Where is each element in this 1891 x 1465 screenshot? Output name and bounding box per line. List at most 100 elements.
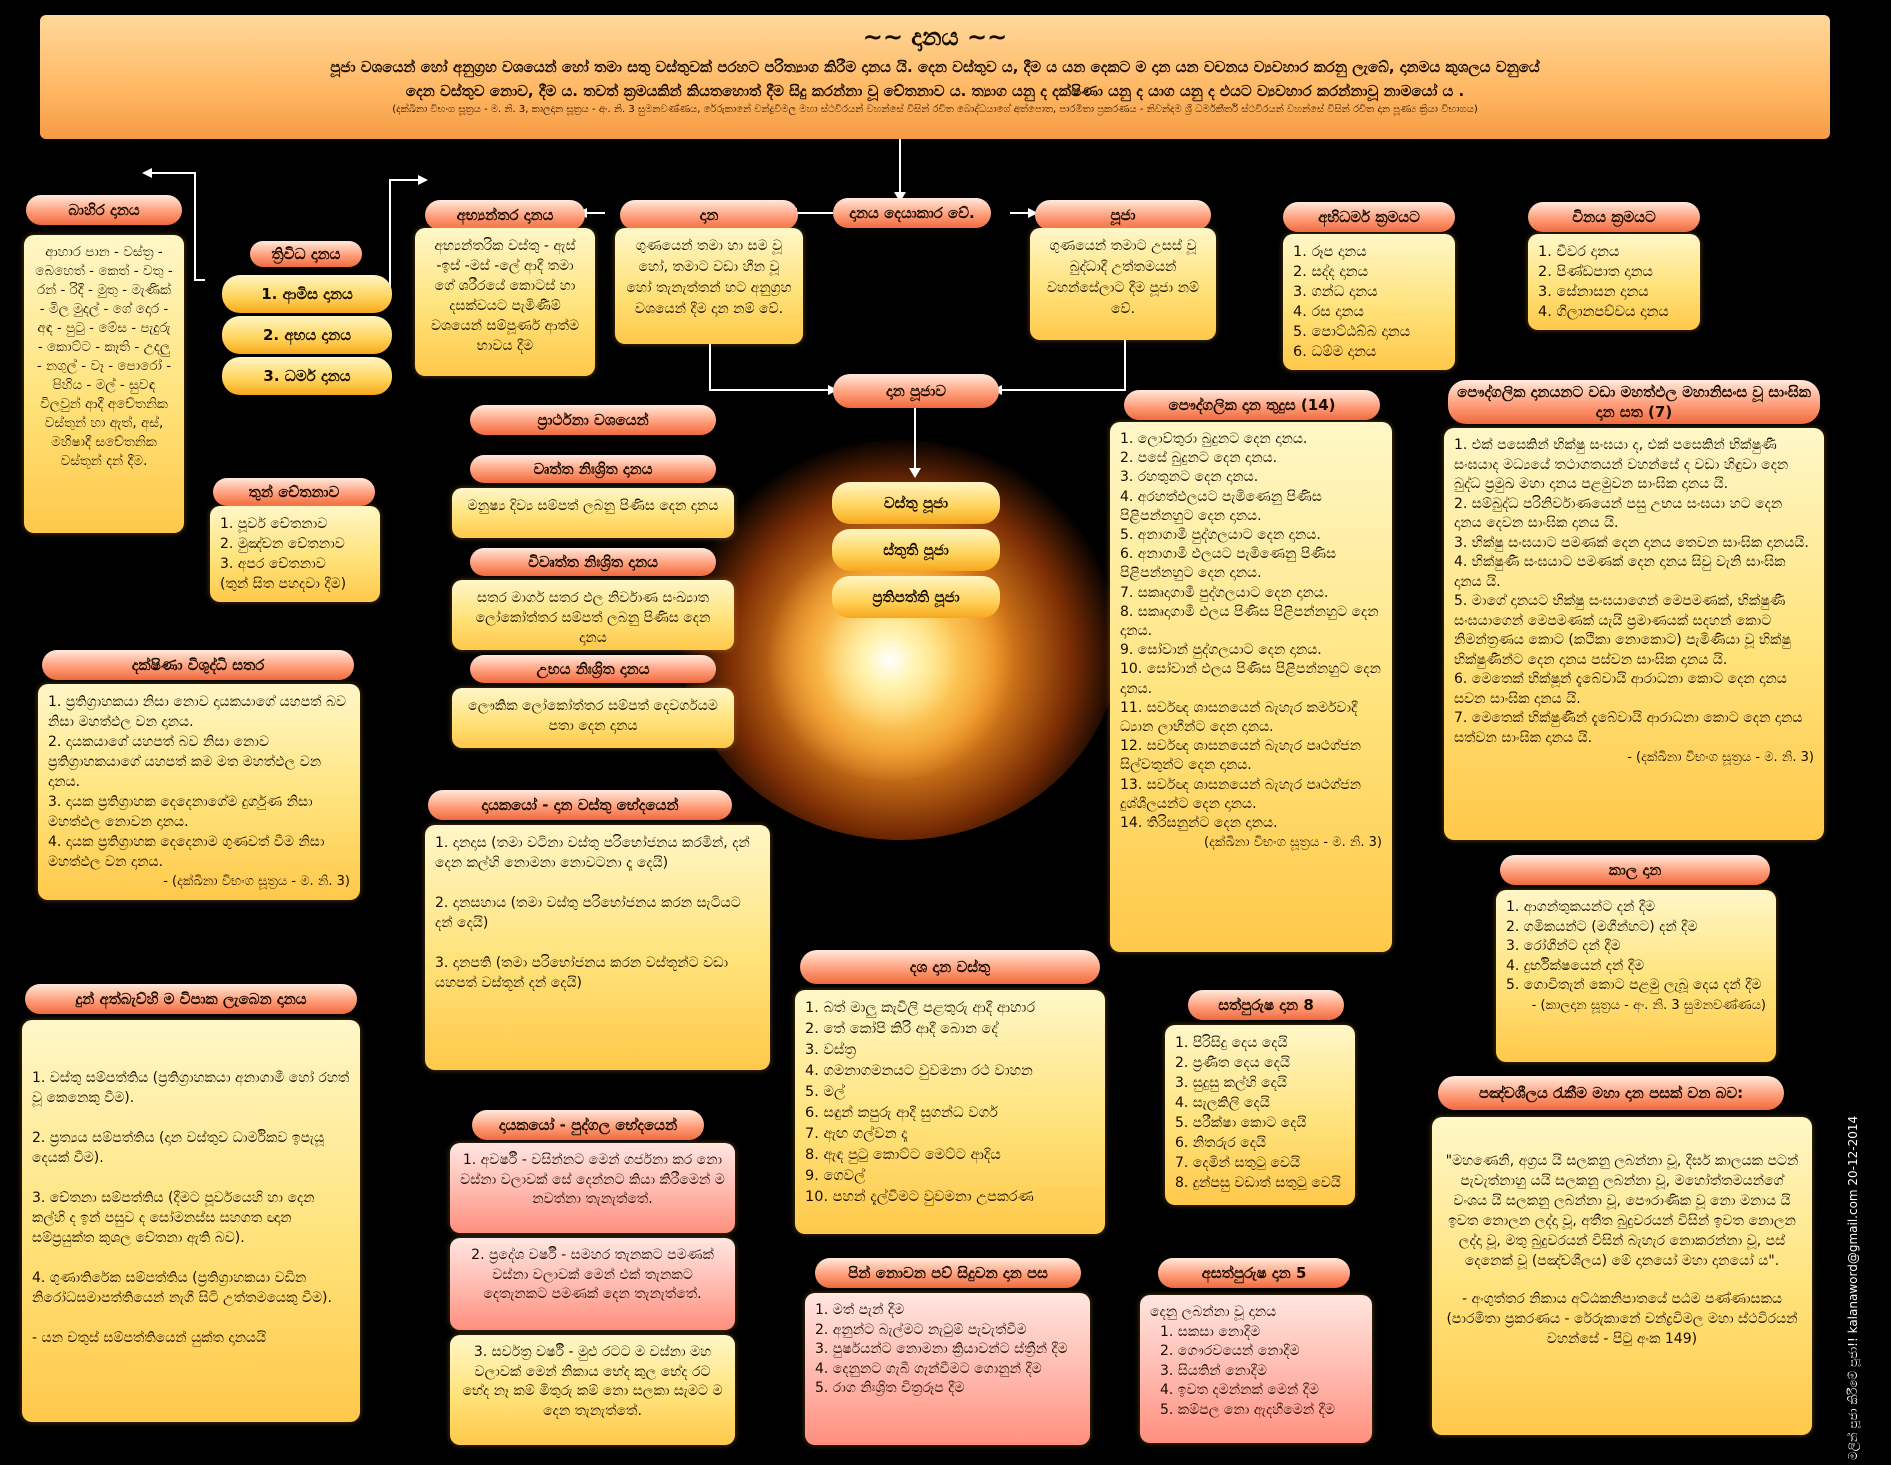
- abhidharma-item: 5. පොට්ඨබ්බ දානය: [1293, 324, 1411, 340]
- dayaka-vastu-item: 2. දානසහාය (තමා වස්තු පරිභෝජනය කරන සැටිය…: [435, 895, 741, 931]
- sanghika-source: - (දක්ඛිනා විභංග සූත්‍රය - ම. නි. 3): [1627, 750, 1814, 765]
- sanghika-list: 1. එක් පසෙකින් භික්ෂු සංඝයා ද, එක් පසෙකි…: [1444, 428, 1824, 840]
- dasa-item: 2. තේ කෝපි කිරි ආදී බොන දේ: [805, 1021, 998, 1037]
- paudgalika-item: 3. රහතුනට දෙන දානය.: [1120, 469, 1259, 486]
- kala-item: 4. දුර්භික්ෂයෙන් දන් දීම: [1506, 957, 1645, 974]
- thun-chetana-item: 2. මුඤ්චන චේතනාව: [220, 536, 345, 552]
- thun-chetana-item: 1. පූර්ව චේතනාව: [220, 516, 328, 532]
- bahira-title: බාහිර දානය: [26, 195, 182, 225]
- dayaka-vastu-list: 1. දානදාස (තමා වටිනා වස්තු පරිභෝජනය කරමි…: [425, 825, 770, 1070]
- bahira-text: ආහාර පාන - වස්ත්‍ර - බෙහෙත් - කෙත් - වතු…: [24, 235, 184, 533]
- paudgalika-item: 11. සර්වඥ ශාසනයෙන් බැහැර කර්මවාදී ධ්‍යාන…: [1120, 699, 1358, 736]
- abhidharma-list: 1. රූප දානය 2. සද්ද දානය 3. ගන්ධ දානය 4.…: [1283, 234, 1455, 370]
- dakshina-title: දක්ෂිණා විශුද්ධි සතර: [42, 650, 354, 680]
- paudgalika-item: 8. සකෘදාගාමී ඵලය පිණිස පිළිපන්නහුට දෙන ද…: [1120, 603, 1379, 640]
- sanghika-item: 5. මාගේ දානයට භික්ෂු සංඝයාගෙන් මෙපමණක්, …: [1454, 593, 1791, 668]
- paudgalika-item: 10. සෝවාන් ඵලය පිණිස පිළිපන්නහුට දෙන දාන…: [1120, 661, 1381, 697]
- puja-item-vastu: වස්තු පූජා: [832, 482, 1000, 524]
- dana-text: ගුණයෙන් තමා හා සම වූ හෝ, තමාට වඩා හීන වූ…: [615, 228, 803, 344]
- dakshina-item: 1. ප්‍රතිග්‍රාහකයා නිසා නොව දායකයාගේ යහප…: [48, 694, 347, 730]
- satpurusha-list: 1. පිරිසිදු දෙය දෙයි 2. ප්‍රණීත දෙය දෙයි…: [1165, 1025, 1355, 1205]
- dasa-item: 5. මල්: [805, 1084, 845, 1100]
- dakshina-item: 3. දායක ප්‍රතිග්‍රාහක දෙදෙනාගේම දුර්ගුණ …: [48, 794, 313, 830]
- paudgalika-item: 7. සකෘදාගාමී පුද්ගලයාට දෙන දානය.: [1120, 584, 1329, 601]
- paudgalika-item: 12. සර්වඥ ශාසනයෙන් බැහැර පෘථග්ජන සිල්වතු…: [1120, 738, 1361, 774]
- paudgalika-title: පෞද්ගලික දාන තුදුස (14): [1124, 390, 1380, 420]
- paudgalika-item: 14. තිරිසනුන්ට දෙන දානය.: [1120, 815, 1278, 832]
- pancha-panel: "මහණෙනි, අග්‍රය යි සලකනු ලබන්නා වූ, දීර්…: [1432, 1117, 1812, 1435]
- satpurusha-item: 2. ප්‍රණීත දෙය දෙයි: [1175, 1055, 1290, 1071]
- sanghika-item: 4. භික්ෂුණී සංඝයාට පමණක් දෙන දානය සිවු ව…: [1454, 554, 1786, 590]
- prarthana-group-1-text: මනුෂ්‍ය දිව්‍ය සම්පත් ලබනු පිණිස දෙන දාන…: [452, 488, 734, 538]
- header-definition-line1: පූජා වශයෙන් හෝ අනුග්‍රහ වශයෙන් හෝ තමා සත…: [330, 58, 1540, 76]
- prarthana-group-2-text: සතර මාර්ග සතර ඵල නිර්වාණ සංඛ්‍යාත ලෝකෝත්…: [452, 580, 734, 650]
- asatpurusha-intro: දෙනු ලබන්නා වූ දානය: [1150, 1304, 1277, 1320]
- pancha-title: පඤ්චශීලය රැකීම මහා දාන පසක් වන බව:: [1438, 1076, 1784, 1110]
- pudgala-item-3: 3. සර්වත්‍ර වර්ෂී - මුළු රටට ම වස්නා මහ …: [450, 1335, 735, 1445]
- asatpurusha-title: අසත්පුරුෂ දාන 5: [1158, 1258, 1350, 1288]
- satpurusha-item: 5. පරීක්ෂා කොට දෙයි: [1175, 1115, 1307, 1131]
- abhidharma-item: 3. ගන්ධ දානය: [1293, 284, 1378, 300]
- pancha-source1: - අංගුත්තර නිකාය අට්ඨකනිපාතයේ පඨම පණ්ණාස…: [1461, 1291, 1783, 1307]
- kala-item: 1. ආගන්තුකයන්ට දන් දීම: [1506, 899, 1656, 915]
- satpurusha-item: 4. සැලකිලි දෙයි: [1175, 1095, 1270, 1111]
- kala-title: කාල දාන: [1500, 855, 1770, 885]
- paudgalika-item: 6. අනාගාමී ඵලයට පැමිණෙනු පිණිස පිළිපන්නහ…: [1120, 546, 1337, 582]
- dana-pujava-title: දාන පූජාව: [833, 374, 999, 408]
- paudgalika-list: 1. ලොව්තුරා බුදුනට දෙන දානය. 2. පසේ බුදු…: [1110, 422, 1392, 952]
- pin-item: 1. මත් පැන් දීම: [815, 1302, 905, 1318]
- pin-list: 1. මත් පැන් දීම 2. අනුන්ට බැල්මට නැටුම් …: [805, 1293, 1090, 1445]
- trividha-item-3: 3. ධර්ම දානය: [222, 357, 392, 395]
- abhyantara-text: අභ්‍යන්තරික වස්තු - ඇස් -ඉස් -මස් -ලේ ආද…: [415, 228, 595, 376]
- asatpurusha-item: 2. ගෞරවයෙන් නොදීම: [1160, 1343, 1300, 1359]
- dakshina-item: 4. දායක ප්‍රතිග්‍රාහක දෙදෙනාම ගුණවත් වීම…: [48, 834, 325, 870]
- dasa-item: 9. ගෙවල්: [805, 1168, 866, 1184]
- pancha-quote: "මහණෙනි, අග්‍රය යි සලකනු ලබන්නා වූ, දීර්…: [1445, 1153, 1799, 1269]
- satpurusha-item: 3. සුදුසු කල්හි දෙයි: [1175, 1075, 1287, 1091]
- vipaka-item: 4. ගුණාතිරේක සම්පත්තිය (ප්‍රතිග්‍රාහකයා …: [32, 1270, 332, 1306]
- paudgalika-item: 2. පසේ බුදුනට දෙන දානය.: [1120, 450, 1278, 467]
- dasa-item: 1. බත් මාලු කැවිලි පළතුරු ආදී ආහාර: [805, 1000, 1036, 1016]
- sanghika-item: 6. මෙතෙක් භික්ෂූන් දැබේවායි ආරාධනා කොට ද…: [1454, 671, 1787, 707]
- dayaka-vastu-item: 3. දානපති (තමා පරිභෝජනය කරන වස්තූන්ට වඩා…: [435, 955, 729, 991]
- thun-chetana-item: 3. අපර චේතනාව: [220, 556, 326, 572]
- kala-source: - (කාලදාන සූත්‍රය - අං. නි. 3 සුමනවණ්ණය): [1531, 997, 1766, 1013]
- paudgalika-item: 1. ලොව්තුරා බුදුනට දෙන දානය.: [1120, 431, 1308, 447]
- kala-list: 1. ආගන්තුකයන්ට දන් දීම 2. ගමිකයන්ට (මගීන…: [1496, 890, 1776, 1062]
- dasa-list: 1. බත් මාලු කැවිලි පළතුරු ආදී ආහාර 2. තේ…: [795, 990, 1105, 1234]
- kala-item: 2. ගමිකයන්ට (මගීන්හට) දන් දීම: [1506, 918, 1698, 935]
- trividha-title: ත්‍රිවිධ දානය: [250, 241, 362, 267]
- prarthana-group-2-title: විවෘත්ත නිඃශ්‍රිත දානය: [470, 548, 716, 576]
- dakshina-list: 1. ප්‍රතිග්‍රාහකයා නිසා නොව දායකයාගේ යහප…: [38, 684, 360, 900]
- paudgalika-item: 9. සෝවාන් පුද්ගලයාට දෙන දානය.: [1120, 642, 1322, 659]
- satpurusha-item: 1. පිරිසිදු දෙය දෙයි: [1175, 1035, 1288, 1051]
- puja-text: ගුණයෙන් තමාට උසස් වූ බුද්ධාදී උත්තමයන් ව…: [1030, 228, 1216, 340]
- pudgala-item-1: 1. අවර්ෂී - වසින්නට මෙන් ගර්ජනා කර නො වස…: [450, 1143, 735, 1233]
- paudgalika-item: 5. අනාගාමී පුද්ගලයාට දෙන දානය.: [1120, 527, 1321, 544]
- thun-chetana-item: (තුන් සිත පහදවා දීම): [220, 576, 347, 592]
- kala-item: 3. රෝගීන්ට දන් දීම: [1506, 938, 1621, 954]
- pin-title: පින් නොවන පව් සිදුවන දාන පස: [815, 1258, 1081, 1288]
- asatpurusha-list: දෙනු ලබන්නා වූ දානය 1. සකසා නොදීම 2. ගෞර…: [1140, 1295, 1372, 1443]
- prarthana-title: ප්‍රාර්ථනා වශයෙන්: [470, 405, 716, 435]
- puja-item-pratipatti: ප්‍රතිපත්ති පූජා: [832, 576, 1000, 618]
- asatpurusha-item: 1. සකසා නොදීම: [1160, 1323, 1261, 1340]
- abhidharma-item: 1. රූප දානය: [1293, 244, 1367, 260]
- vipaka-list: 1. වස්තු සම්පත්තිය (ප්‍රතිග්‍රාහකයා අනාග…: [22, 1020, 360, 1422]
- paudgalika-source: (දක්ඛිනා විභංග සූත්‍රය - ම. නි. 3): [1204, 835, 1382, 851]
- pin-item: 4. දෙනුනට ගැබී ගැන්වීමට ගොනුන් දීම: [815, 1360, 1042, 1377]
- abhidharma-item: 6. ධම්ම දානය: [1293, 344, 1377, 360]
- vipaka-item: 2. ප්‍රත්‍යය සම්පත්තිය (දාන වස්තුව ධාර්ම…: [32, 1130, 325, 1166]
- sanghika-title: පෞද්ගලික දානයනට වඩා මහත්ඵල මහානිසංස වූ ස…: [1448, 380, 1820, 424]
- satpurusha-title: සත්පුරුෂ දාන 8: [1188, 990, 1344, 1020]
- header-panel: ~~ දානය ~~ පූජා වශයෙන් හෝ අනුග්‍රහ වශයෙන…: [40, 15, 1830, 139]
- vipaka-item: 3. චේතනා සම්පත්තිය (දීමට පූර්වයෙහි හා දෙ…: [32, 1190, 315, 1246]
- asatpurusha-item: 3. සියතින් නොදීම: [1160, 1362, 1267, 1379]
- vinaya-item: 1. චීවර දානය: [1538, 244, 1620, 260]
- dakshina-item: 2. දායකයාගේ යහපත් බව නිසා නොව ප්‍රතිග්‍ර…: [48, 734, 322, 790]
- abhidharma-item: 2. සද්ද දානය: [1293, 264, 1368, 280]
- thun-chetana-list: 1. පූර්ව චේතනාව 2. මුඤ්චන චේතනාව 3. අපර …: [210, 506, 380, 602]
- vinaya-item: 2. පිණ්ඩපාත දානය: [1538, 264, 1653, 280]
- dasa-title: දශ දාන වස්තු: [800, 950, 1100, 984]
- sanghika-item: 7. මෙතෙක් භික්ෂුණීන් දැබේවායි ආරාධනා කොට…: [1454, 710, 1803, 746]
